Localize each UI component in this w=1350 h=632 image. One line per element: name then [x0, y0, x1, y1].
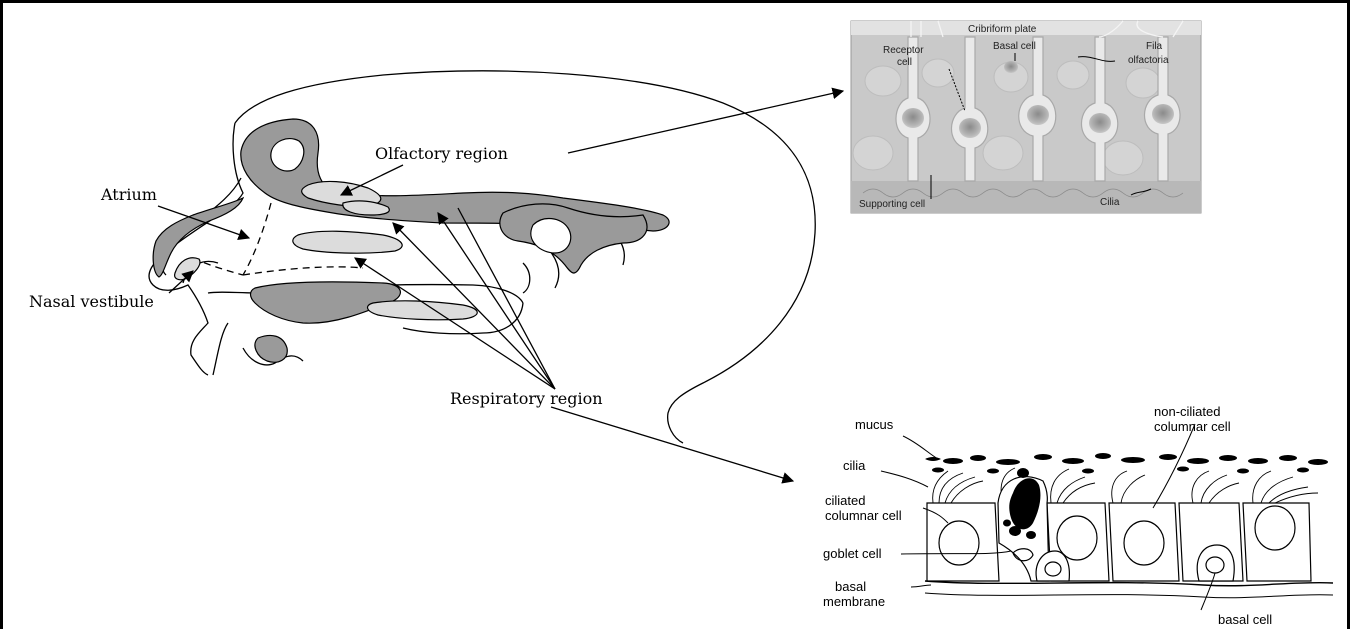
cilia-label: cilia	[843, 458, 866, 473]
goblet-cell-label: goblet cell	[823, 546, 882, 561]
basal-membrane	[925, 581, 1333, 586]
olfactory-to-inset-arrow	[568, 91, 843, 153]
middle-turbinate	[293, 231, 402, 253]
ciliated-cell-label: ciliated	[825, 493, 865, 508]
columnar-cells	[927, 503, 1311, 581]
basal-cell-label: Basal cell	[993, 41, 1036, 52]
non-ciliated-label-2: columnar cell	[1154, 419, 1231, 434]
supporting-cell-label: Supporting cell	[859, 199, 925, 210]
olfactory-epithelium-inset: Cribriform plate Receptor cell Basal cel…	[851, 21, 1201, 213]
fila-olfactoria-label-2: olfactoria	[1128, 55, 1169, 66]
head-outline	[235, 71, 815, 443]
diagram-canvas: Olfactory region Atrium Nasal vestibule …	[3, 3, 1347, 629]
non-ciliated-label: non-ciliated	[1154, 404, 1221, 419]
mucus-layer	[925, 453, 1328, 474]
nasal-vestibule-label: Nasal vestibule	[29, 292, 154, 311]
frontal-bone	[241, 119, 669, 231]
respiratory-epithelium-inset: mucus non-ciliated columnar cell cilia c…	[823, 404, 1333, 627]
ciliated-cell-label-2: columnar cell	[825, 508, 902, 523]
olfactory-cilia-label: Cilia	[1100, 197, 1120, 208]
basal-membrane-label-2: membrane	[823, 594, 885, 609]
respiratory-region-label: Respiratory region	[450, 389, 603, 408]
cribriform-plate-label: Cribriform plate	[968, 24, 1037, 35]
olfactory-region-label: Olfactory region	[375, 144, 508, 163]
receptor-cell-label: Receptor	[883, 45, 924, 56]
fila-olfactoria-label: Fila	[1146, 41, 1163, 52]
inferior-turbinate	[368, 301, 478, 320]
basal-cell-label: basal cell	[1218, 612, 1272, 627]
mucus-label: mucus	[855, 417, 894, 432]
head-sagittal-section	[149, 71, 815, 443]
respiratory-to-inset-arrow	[551, 407, 793, 481]
receptor-cell-label-2: cell	[897, 57, 912, 68]
atrium-label: Atrium	[100, 185, 157, 204]
basal-membrane-label: basal	[835, 579, 866, 594]
respiratory-arrow-1	[355, 258, 555, 389]
